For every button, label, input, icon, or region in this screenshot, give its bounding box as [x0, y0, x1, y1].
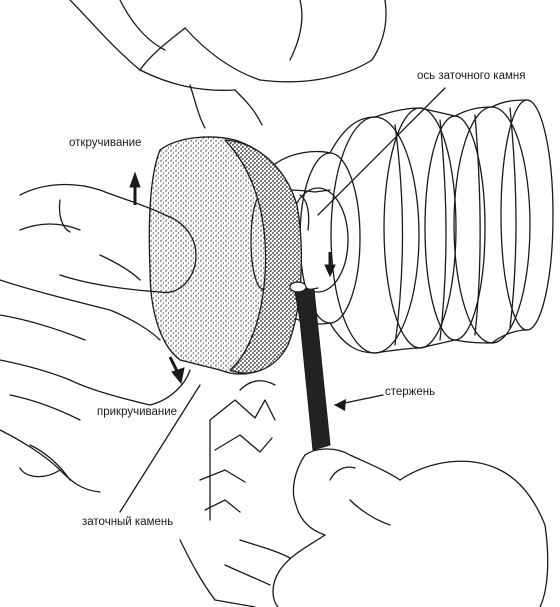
lower-machine — [180, 381, 275, 607]
label-screwing: прикручивание — [97, 407, 177, 419]
rod — [295, 288, 330, 450]
arrow-rod-pointer — [334, 399, 346, 411]
top-hand — [70, 0, 386, 128]
arrow-unscrew — [130, 173, 140, 205]
label-rod: стержень — [385, 387, 435, 399]
rod-tip — [290, 282, 306, 292]
leader-stone — [120, 385, 200, 512]
label-grinding-wheel-axis: ось заточного камня — [417, 71, 525, 83]
label-unscrewing: откручивание — [69, 138, 141, 150]
right-hand — [225, 449, 548, 607]
label-grinding-stone: заточный камень — [82, 517, 173, 529]
